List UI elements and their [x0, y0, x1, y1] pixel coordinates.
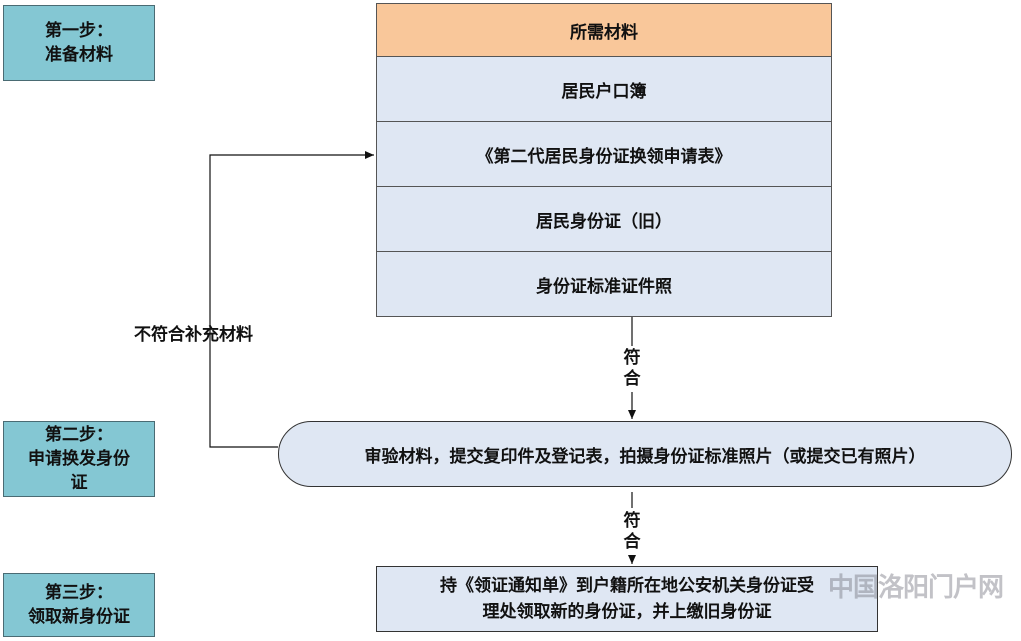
step-2-box: 第二步： 申请换发身份 证: [3, 421, 155, 497]
pass-label-1: 符合: [623, 348, 641, 389]
review-box: 审验材料，提交复印件及登记表，拍摄身份证标准照片（或提交已有照片）: [278, 421, 1012, 487]
final-box-line1: 持《领证通知单》到户籍所在地公安机关身份证受: [440, 576, 814, 596]
material-item: 居民身份证（旧）: [377, 187, 831, 252]
step-1-box: 第一步： 准备材料: [3, 5, 155, 81]
step-2-title: 第二步：: [45, 425, 113, 445]
final-box: 持《领证通知单》到户籍所在地公安机关身份证受 理处领取新的身份证，并上缴旧身份证: [376, 566, 878, 632]
final-box-line2: 理处领取新的身份证，并上缴旧身份证: [482, 602, 772, 622]
material-item: 居民户口簿: [377, 57, 831, 122]
material-item: 《第二代居民身份证换领申请表》: [377, 122, 831, 187]
watermark-logo: 中国洛阳门户网: [828, 573, 1004, 603]
step-1-text: 准备材料: [45, 45, 113, 65]
step-2-text: 申请换发身份: [28, 449, 130, 469]
step-3-text: 领取新身份证: [28, 607, 130, 627]
materials-header: 所需材料: [377, 4, 831, 57]
pass-label-2: 符合: [623, 511, 641, 552]
step-1-title: 第一步：: [45, 21, 113, 41]
step-3-title: 第三步：: [45, 583, 113, 603]
materials-table: 所需材料 居民户口簿 《第二代居民身份证换领申请表》 居民身份证（旧） 身份证标…: [376, 3, 832, 317]
reject-label: 不符合补充材料: [134, 325, 253, 345]
step-3-box: 第三步： 领取新身份证: [3, 573, 155, 637]
step-2-text-cont: 证: [70, 473, 88, 493]
reject-loop-line: [209, 151, 374, 448]
material-item: 身份证标准证件照: [377, 252, 831, 316]
